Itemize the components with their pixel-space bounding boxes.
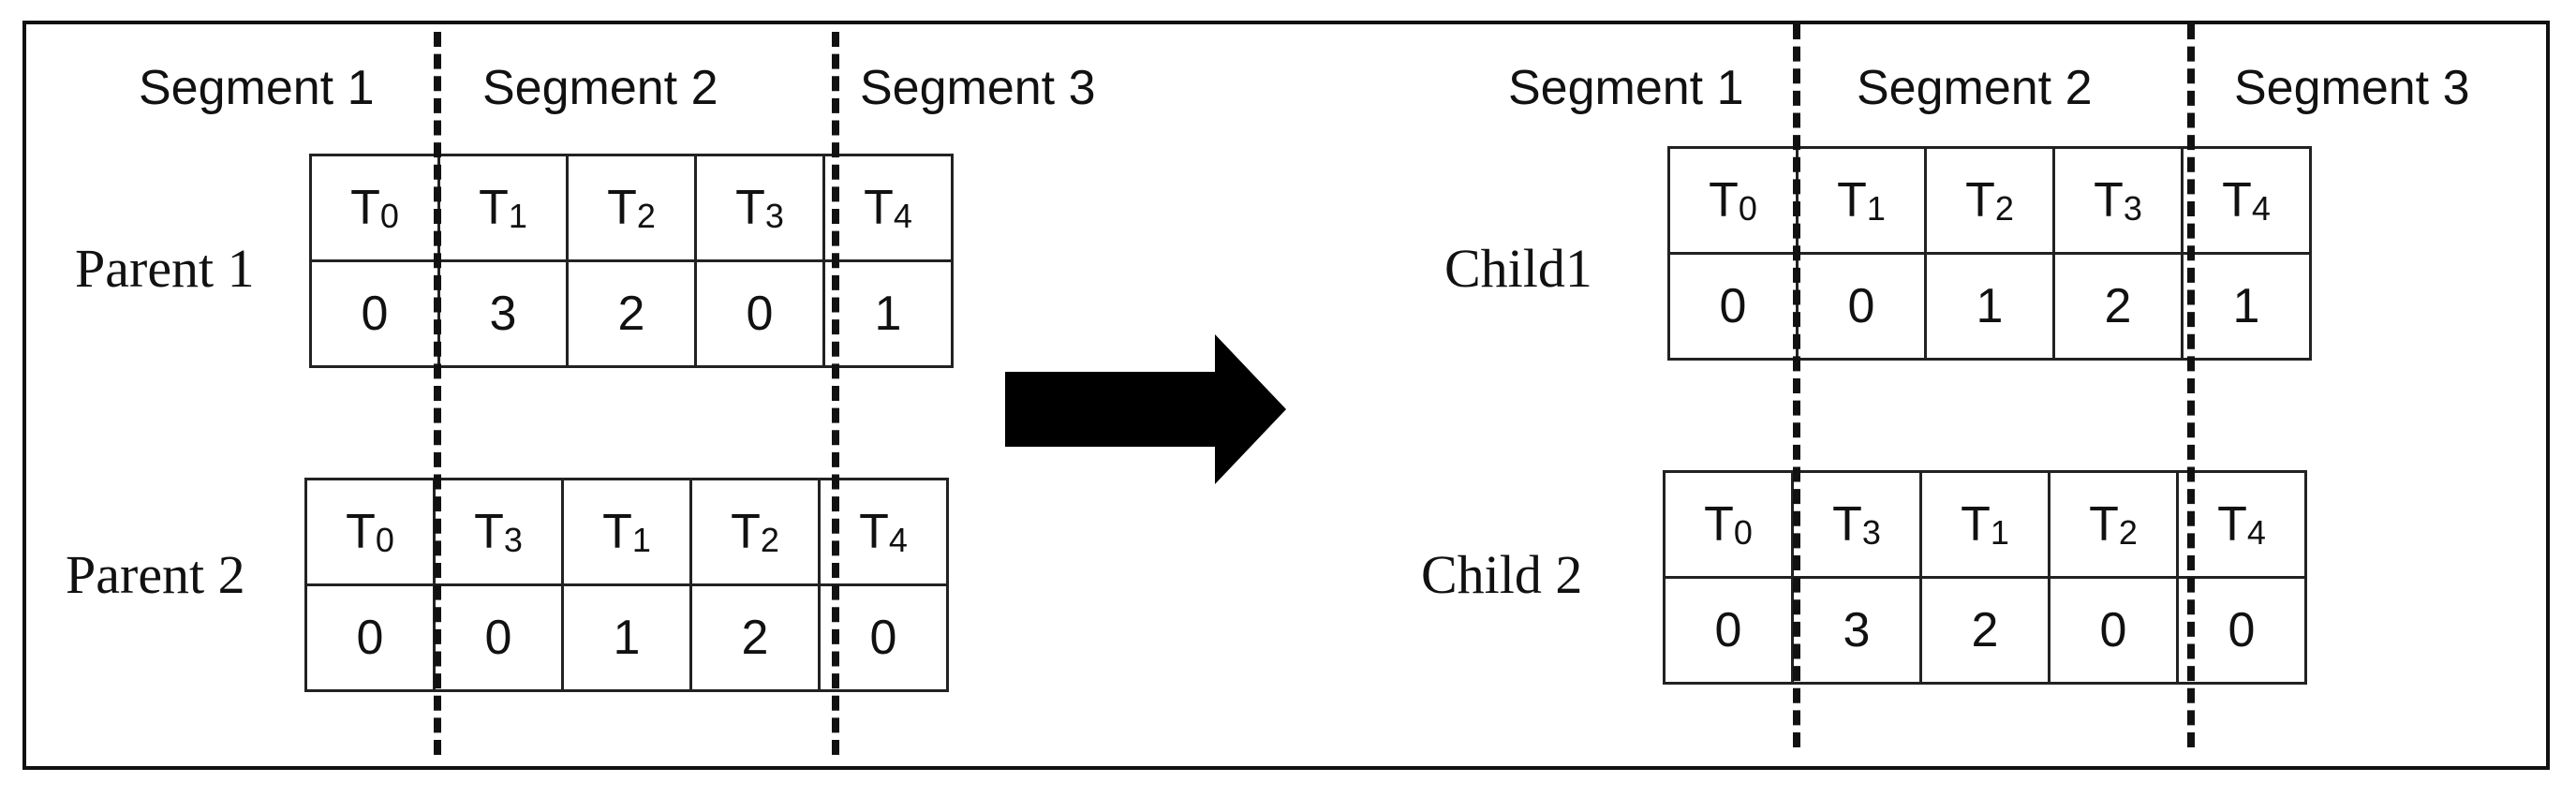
value-cell: 0 <box>694 259 825 368</box>
value-cell: 1 <box>561 583 692 692</box>
left-segment-1-label: Segment 1 <box>139 61 375 115</box>
gene-cell: T0 <box>309 154 440 262</box>
gene-cell: T0 <box>1663 470 1794 579</box>
right-cut-line-1 <box>1793 24 1800 747</box>
value-cell: 2 <box>566 259 697 368</box>
left-segment-3-label: Segment 3 <box>860 61 1096 115</box>
value-cell: 0 <box>2176 576 2307 685</box>
gene-cell: T0 <box>304 478 436 586</box>
value-cell: 0 <box>433 583 564 692</box>
gene-value-row: 0 0 1 2 1 <box>1667 252 2312 361</box>
value-cell: 1 <box>1924 252 2055 361</box>
value-cell: 2 <box>2052 252 2184 361</box>
gene-header-row: T0 T3 T1 T2 T4 <box>304 478 949 586</box>
right-segment-2-label: Segment 2 <box>1857 61 2093 115</box>
parent-1-label: Parent 1 <box>75 238 255 299</box>
gene-cell: T4 <box>818 478 949 586</box>
gene-value-row: 0 3 2 0 1 <box>309 259 954 368</box>
gene-header-row: T0 T1 T2 T3 T4 <box>1667 146 2312 255</box>
value-cell: 2 <box>1919 576 2050 685</box>
gene-cell: T3 <box>2052 146 2184 255</box>
value-cell: 3 <box>437 259 569 368</box>
value-cell: 0 <box>1663 576 1794 685</box>
gene-cell: T1 <box>1796 146 1927 255</box>
gene-value-row: 0 0 1 2 0 <box>304 583 949 692</box>
value-cell: 0 <box>1796 252 1927 361</box>
gene-cell: T4 <box>2176 470 2307 579</box>
parent-2-chromosome: T0 T3 T1 T2 T4 0 0 1 2 0 <box>304 478 949 692</box>
left-cut-line-1 <box>434 32 441 755</box>
value-cell: 0 <box>304 583 436 692</box>
left-segment-2-label: Segment 2 <box>482 61 718 115</box>
gene-cell: T2 <box>1924 146 2055 255</box>
value-cell: 0 <box>2048 576 2179 685</box>
value-cell: 0 <box>1667 252 1799 361</box>
gene-cell: T2 <box>566 154 697 262</box>
left-cut-line-2 <box>832 32 839 755</box>
parent-2-label: Parent 2 <box>66 544 245 605</box>
right-cut-line-2 <box>2187 24 2195 747</box>
value-cell: 0 <box>818 583 949 692</box>
value-cell: 1 <box>2181 252 2312 361</box>
gene-value-row: 0 3 2 0 0 <box>1663 576 2307 685</box>
gene-cell: T3 <box>433 478 564 586</box>
gene-cell: T1 <box>1919 470 2050 579</box>
child-1-label: Child1 <box>1444 238 1592 299</box>
gene-cell: T2 <box>2048 470 2179 579</box>
child-2-chromosome: T0 T3 T1 T2 T4 0 3 2 0 0 <box>1663 470 2307 685</box>
right-arrow-icon <box>1005 334 1286 484</box>
child-2-label: Child 2 <box>1421 544 1583 605</box>
value-cell: 0 <box>309 259 440 368</box>
gene-cell: T1 <box>437 154 569 262</box>
gene-cell: T4 <box>822 154 954 262</box>
gene-cell: T1 <box>561 478 692 586</box>
parent-1-chromosome: T0 T1 T2 T3 T4 0 3 2 0 1 <box>309 154 954 368</box>
gene-header-row: T0 T3 T1 T2 T4 <box>1663 470 2307 579</box>
right-segment-3-label: Segment 3 <box>2234 61 2470 115</box>
gene-cell: T0 <box>1667 146 1799 255</box>
value-cell: 1 <box>822 259 954 368</box>
gene-cell: T3 <box>694 154 825 262</box>
right-segment-1-label: Segment 1 <box>1508 61 1744 115</box>
value-cell: 2 <box>689 583 821 692</box>
gene-cell: T4 <box>2181 146 2312 255</box>
gene-cell: T3 <box>1791 470 1922 579</box>
gene-header-row: T0 T1 T2 T3 T4 <box>309 154 954 262</box>
child-1-chromosome: T0 T1 T2 T3 T4 0 0 1 2 1 <box>1667 146 2312 361</box>
gene-cell: T2 <box>689 478 821 586</box>
value-cell: 3 <box>1791 576 1922 685</box>
